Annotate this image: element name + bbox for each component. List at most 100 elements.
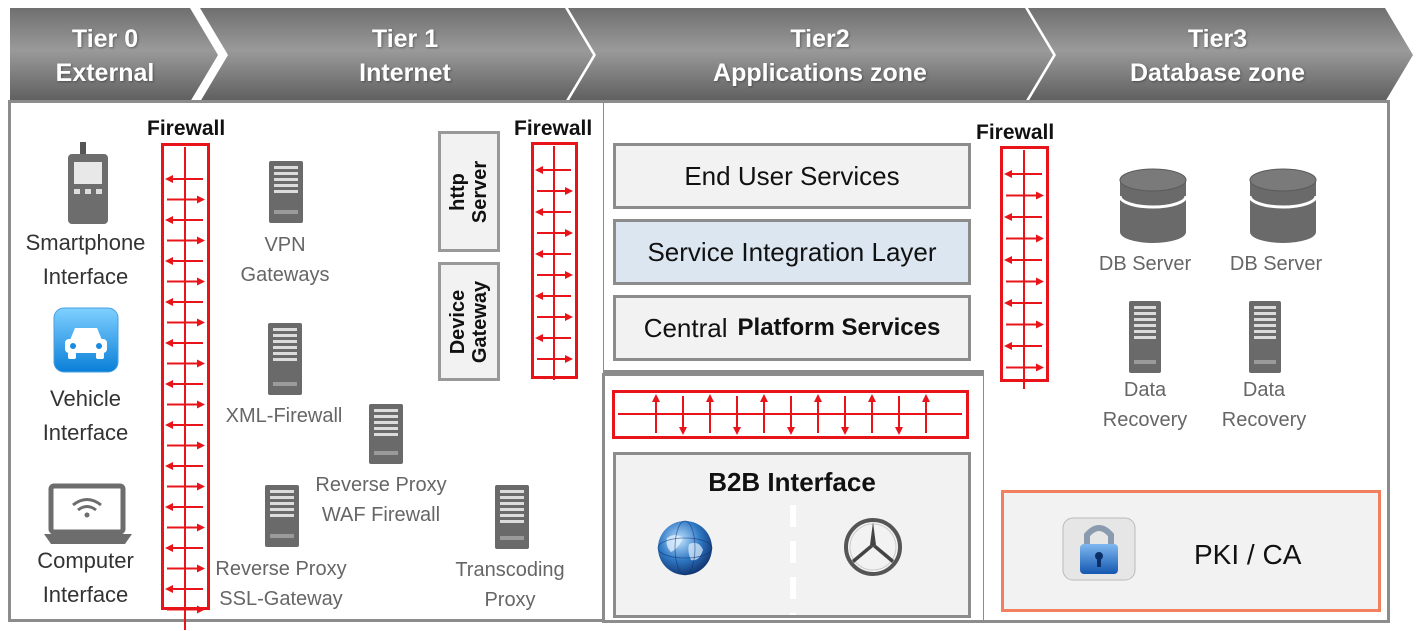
fw3-arrows-arrow-head bbox=[1004, 170, 1012, 178]
fw1-arrows-arrow-head bbox=[197, 441, 205, 450]
fw3-arrows-arrow-head bbox=[1004, 256, 1012, 264]
server-base bbox=[1134, 360, 1156, 364]
server-base bbox=[270, 534, 294, 538]
b2b-divider bbox=[790, 505, 796, 615]
tier1-label: Tier 1 bbox=[371, 25, 439, 53]
fw1-arrows-arrow-head bbox=[197, 400, 205, 409]
fw3-arrows-arrow-head bbox=[1036, 320, 1044, 329]
server-slot bbox=[1254, 330, 1276, 333]
db-cylinder-band bbox=[1248, 195, 1318, 209]
xml-firewall-label: XML-Firewall bbox=[225, 405, 343, 427]
db-cylinder-body bbox=[1250, 180, 1316, 243]
fw1-arrows-arrow-head bbox=[165, 175, 173, 183]
fw2-arrows-arrow-head bbox=[565, 229, 573, 237]
server-slot bbox=[273, 334, 297, 337]
firewall-b2b-arrow-head bbox=[760, 394, 768, 402]
tier2-zone: Applications zone bbox=[713, 59, 927, 87]
transcoding-server-icon bbox=[495, 485, 529, 549]
data-recovery-server-icon-2 bbox=[1249, 301, 1281, 373]
firewall-b2b-arrow-head bbox=[922, 394, 930, 402]
globe-icon bbox=[657, 520, 713, 576]
firewall-b2b-arrow-head bbox=[895, 427, 903, 435]
service-integration-layer-label: Service Integration Layer bbox=[647, 236, 937, 267]
firewall-b2b-arrow-head bbox=[787, 427, 795, 435]
server-base bbox=[374, 451, 398, 455]
fw3-arrows-arrow-head bbox=[1036, 191, 1044, 200]
server-slot bbox=[273, 346, 297, 349]
computer-label: Computer Interface bbox=[37, 548, 134, 607]
fw3-arrows-arrow-head bbox=[1036, 277, 1044, 286]
firewall-b2b-arrow-head bbox=[733, 427, 741, 435]
transcoding-label: Transcoding Proxy bbox=[455, 559, 565, 611]
fw1-arrows-arrow-head bbox=[197, 605, 205, 614]
fw2-arrows-arrow-head bbox=[535, 166, 543, 174]
server-slot bbox=[374, 427, 398, 430]
central-platform-services-box[interactable]: Central Platform Services bbox=[613, 295, 971, 361]
server-slot bbox=[1134, 318, 1156, 321]
fw1-arrows-arrow-head bbox=[165, 462, 173, 470]
server-slot bbox=[374, 433, 398, 436]
server-slot bbox=[270, 508, 294, 511]
firewall-2 bbox=[531, 142, 578, 380]
server-slot bbox=[1254, 306, 1276, 309]
fw1-arrows-arrow-head bbox=[165, 585, 173, 593]
db-server-label-2: DB Server bbox=[1229, 253, 1323, 275]
smartphone-icon bbox=[68, 142, 108, 224]
pki-ca-box[interactable]: PKI / CA bbox=[1001, 490, 1381, 612]
fw3-arrows-arrow-head bbox=[1004, 213, 1012, 221]
end-user-services-box[interactable]: End User Services bbox=[613, 143, 971, 209]
fw1-arrows-arrow-head bbox=[197, 482, 205, 491]
tier1-zone: Internet bbox=[359, 59, 451, 87]
fw2-arrows-arrow-head bbox=[565, 187, 573, 195]
server-slot bbox=[273, 352, 297, 355]
db-server-label-1: DB Server bbox=[1098, 253, 1192, 275]
firewall-label-2: Firewall bbox=[514, 117, 593, 140]
fw1-arrows-arrow-head bbox=[165, 257, 173, 265]
server-slot bbox=[270, 490, 294, 493]
waf-server-icon bbox=[369, 404, 403, 464]
fw1-arrows-arrow-head bbox=[197, 318, 205, 327]
mercedes-star-icon bbox=[844, 518, 902, 576]
tier1-title: Tier 1 Internet bbox=[260, 22, 550, 90]
firewall-b2b-arrow-head bbox=[814, 394, 822, 402]
fw1-arrows-arrow-head bbox=[165, 544, 173, 552]
tier0-zone: External bbox=[55, 59, 155, 87]
fw2-arrows-arrow-head bbox=[565, 313, 573, 321]
smartphone-label: Smartphone Interface bbox=[25, 230, 146, 289]
firewall-b2b-arrow-head bbox=[841, 427, 849, 435]
xml-firewall-server-icon bbox=[268, 323, 302, 395]
data-recovery-label-2: Data Recovery bbox=[1221, 379, 1307, 431]
db-cylinder-body bbox=[1120, 180, 1186, 243]
fw1-arrows-arrow-head bbox=[165, 503, 173, 511]
server-slot bbox=[1134, 330, 1156, 333]
server-slot bbox=[274, 172, 298, 175]
tier0-label: Tier 0 bbox=[71, 25, 139, 53]
server-slot bbox=[500, 514, 524, 517]
fw1-arrows-arrow-head bbox=[197, 523, 205, 532]
server-slot bbox=[1254, 312, 1276, 315]
device-gateway-box[interactable]: Device Gateway bbox=[438, 262, 500, 381]
server-slot bbox=[273, 340, 297, 343]
platform-services-label: Platform Services bbox=[737, 314, 941, 341]
http-server-box[interactable]: http Server bbox=[438, 131, 500, 252]
server-slot bbox=[273, 358, 297, 361]
service-integration-layer-box[interactable]: Service Integration Layer bbox=[613, 219, 971, 285]
tier0-chevron bbox=[10, 8, 218, 102]
server-slot bbox=[270, 502, 294, 505]
server-slot bbox=[500, 508, 524, 511]
firewall-b2b-arrow-head bbox=[652, 394, 660, 402]
fw1-arrows-arrow-head bbox=[165, 339, 173, 347]
fw1-arrows-arrow-head bbox=[197, 277, 205, 286]
server-slot bbox=[374, 415, 398, 418]
server-slot bbox=[500, 496, 524, 499]
server-slot bbox=[1134, 324, 1156, 327]
server-base bbox=[274, 210, 298, 214]
vehicle-label: Vehicle Interface bbox=[42, 386, 129, 445]
server-slot bbox=[500, 502, 524, 505]
server-slot bbox=[274, 190, 298, 193]
tier3-zone: Database zone bbox=[1129, 59, 1306, 87]
server-base bbox=[273, 382, 297, 386]
server-slot bbox=[1254, 318, 1276, 321]
server-base bbox=[500, 536, 524, 540]
vpn-label: VPN Gateways bbox=[240, 234, 330, 286]
